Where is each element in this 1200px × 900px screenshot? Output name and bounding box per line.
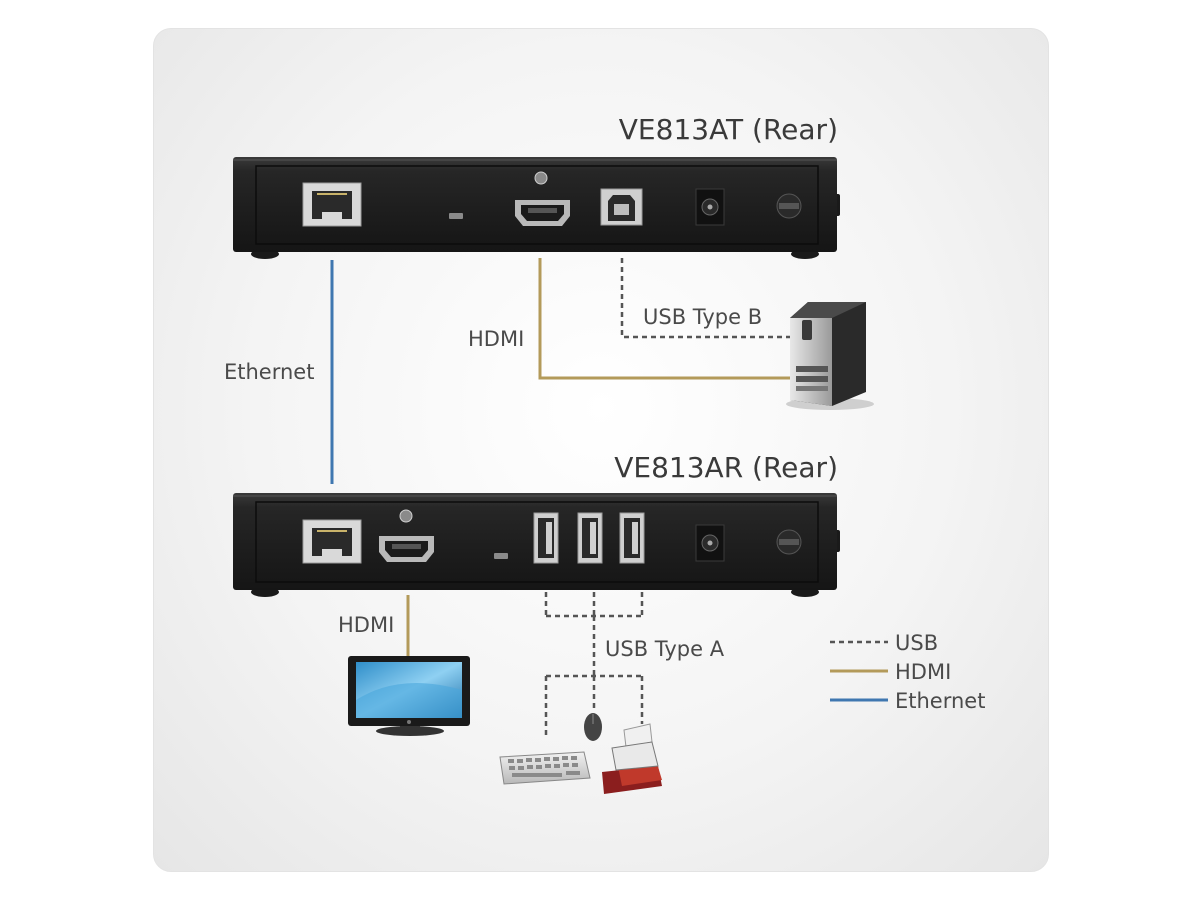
usb-type-a-cables	[544, 592, 644, 736]
transmitter-title: VE813AT (Rear)	[619, 113, 838, 146]
computer-tower-icon	[786, 302, 874, 410]
legend-label-hdmi: HDMI	[895, 660, 951, 684]
mouse-icon	[584, 713, 602, 741]
hdmi-label-top: HDMI	[468, 327, 524, 351]
receiver-power-port	[695, 524, 725, 562]
hdmi-cable-top	[538, 258, 790, 380]
transmitter-device	[233, 157, 840, 259]
legend: USB HDMI Ethernet	[830, 631, 985, 713]
legend-label-usb: USB	[895, 631, 938, 655]
transmitter-indicator	[449, 213, 463, 219]
legend-label-ethernet: Ethernet	[895, 689, 985, 713]
receiver-device	[233, 493, 840, 597]
monitor-icon	[348, 656, 470, 736]
usb-type-b-label: USB Type B	[643, 305, 762, 329]
legend-item-hdmi: HDMI	[830, 660, 951, 684]
transmitter-hdmi-port	[515, 171, 570, 226]
receiver-usb-a-port	[577, 512, 603, 564]
transmitter-ethernet-port	[302, 182, 362, 227]
transmitter-power-port	[695, 188, 725, 226]
receiver-indicator	[494, 553, 508, 559]
usb-type-b-cable	[620, 258, 790, 339]
printer-icon	[602, 723, 662, 794]
transmitter-power-switch	[776, 193, 802, 219]
legend-item-usb: USB	[830, 631, 938, 655]
legend-item-ethernet: Ethernet	[830, 689, 985, 713]
receiver-power-switch	[776, 529, 802, 555]
receiver-hdmi-port	[379, 509, 434, 562]
transmitter-usb-b-port	[600, 188, 643, 226]
receiver-ethernet-port	[302, 519, 362, 564]
receiver-usb-a-port	[533, 512, 559, 564]
keyboard-icon	[499, 751, 591, 785]
receiver-usb-a-port	[619, 512, 645, 564]
ethernet-label: Ethernet	[224, 360, 314, 384]
hdmi-label-bottom: HDMI	[338, 613, 394, 637]
receiver-title: VE813AR (Rear)	[614, 451, 838, 484]
usb-type-a-label: USB Type A	[605, 637, 725, 661]
